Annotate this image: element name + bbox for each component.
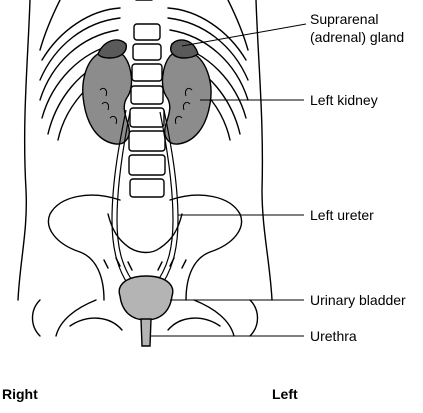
label-suprarenal: Suprarenal — [310, 11, 379, 27]
right-adrenal-gland — [97, 39, 127, 59]
right-kidney — [82, 49, 133, 145]
left-kidney — [161, 49, 212, 145]
orientation-left: Left — [272, 386, 298, 402]
label-left-ureter: Left ureter — [310, 207, 374, 223]
hip-joint-right — [249, 299, 259, 337]
label-urinary-bladder: Urinary bladder — [310, 292, 406, 308]
right-ureter — [111, 109, 133, 291]
spine — [128, 0, 166, 198]
label-adrenal-gland: (adrenal) gland — [310, 29, 405, 45]
label-urethra: Urethra — [310, 328, 357, 344]
leader-suprarenal — [181, 23, 307, 47]
urinary-bladder — [118, 275, 174, 321]
orientation-right: Right — [2, 386, 38, 402]
left-adrenal-gland — [170, 39, 199, 59]
torso-outline — [17, 0, 31, 301]
hip-joint-left — [31, 299, 41, 337]
urethra — [140, 318, 152, 347]
label-left-kidney: Left kidney — [310, 92, 378, 108]
left-ureter — [157, 109, 179, 291]
